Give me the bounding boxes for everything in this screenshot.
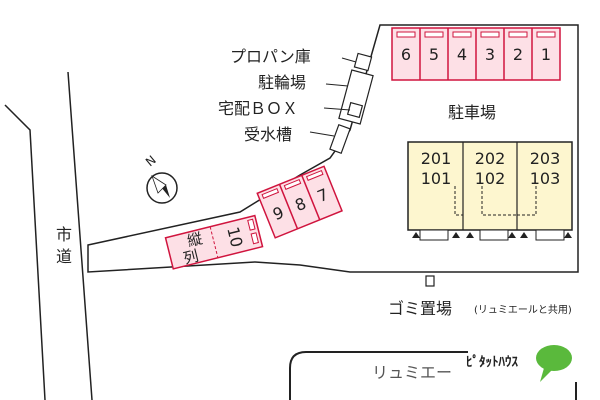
tandem-label-1: 縦	[185, 229, 204, 250]
parking-diagonal: 9 8 7	[256, 165, 343, 239]
bicycle-parking	[338, 69, 374, 125]
parking-space-3: 3	[485, 45, 495, 64]
garbage-station	[425, 275, 435, 287]
building: 201 202 203 101 102 103	[407, 141, 573, 241]
brand-logo-icon	[536, 345, 572, 382]
parking-space-10: 10	[223, 225, 246, 249]
unit-103: 103	[530, 169, 561, 188]
delivery-box	[346, 101, 364, 119]
road-label-2: 道	[56, 247, 72, 266]
parking-space-4: 4	[457, 45, 467, 64]
compass: N	[143, 153, 178, 204]
parking-space-6: 6	[401, 45, 411, 64]
unit-102: 102	[475, 169, 506, 188]
tandem-label-2: 列	[182, 247, 201, 268]
propane-storage	[353, 52, 373, 72]
unit-202: 202	[475, 149, 506, 168]
label-delivery-box: 宅配ＢＯＸ	[218, 99, 298, 118]
brand-logo-text: ﾋﾟﾀｯﾄﾊｳｽ	[466, 354, 519, 370]
label-bicycle: 駐輪場	[258, 73, 306, 92]
compass-north-label: N	[143, 153, 159, 169]
city-road	[4, 71, 93, 400]
parking-space-10-area: 10 縦 列	[164, 214, 264, 270]
unit-203: 203	[530, 149, 561, 168]
label-parking-lot: 駐車場	[448, 103, 496, 122]
water-tank	[329, 123, 351, 155]
label-water-tank: 受水槽	[244, 125, 292, 144]
neighbor-name: リュミエー	[372, 363, 452, 382]
unit-201: 201	[421, 149, 452, 168]
parking-space-2: 2	[513, 45, 523, 64]
unit-101: 101	[421, 169, 452, 188]
neighbor-building	[289, 351, 468, 400]
label-garbage-note: (リュミエールと共用)	[474, 304, 572, 316]
parking-space-5: 5	[429, 45, 439, 64]
parking-top-row: 6 5 4 3 2 1	[391, 27, 561, 81]
label-propane: プロパン庫	[230, 47, 311, 66]
label-garbage: ゴミ置場	[388, 299, 452, 318]
road-label-1: 市	[56, 225, 72, 244]
parking-space-1: 1	[541, 45, 551, 64]
